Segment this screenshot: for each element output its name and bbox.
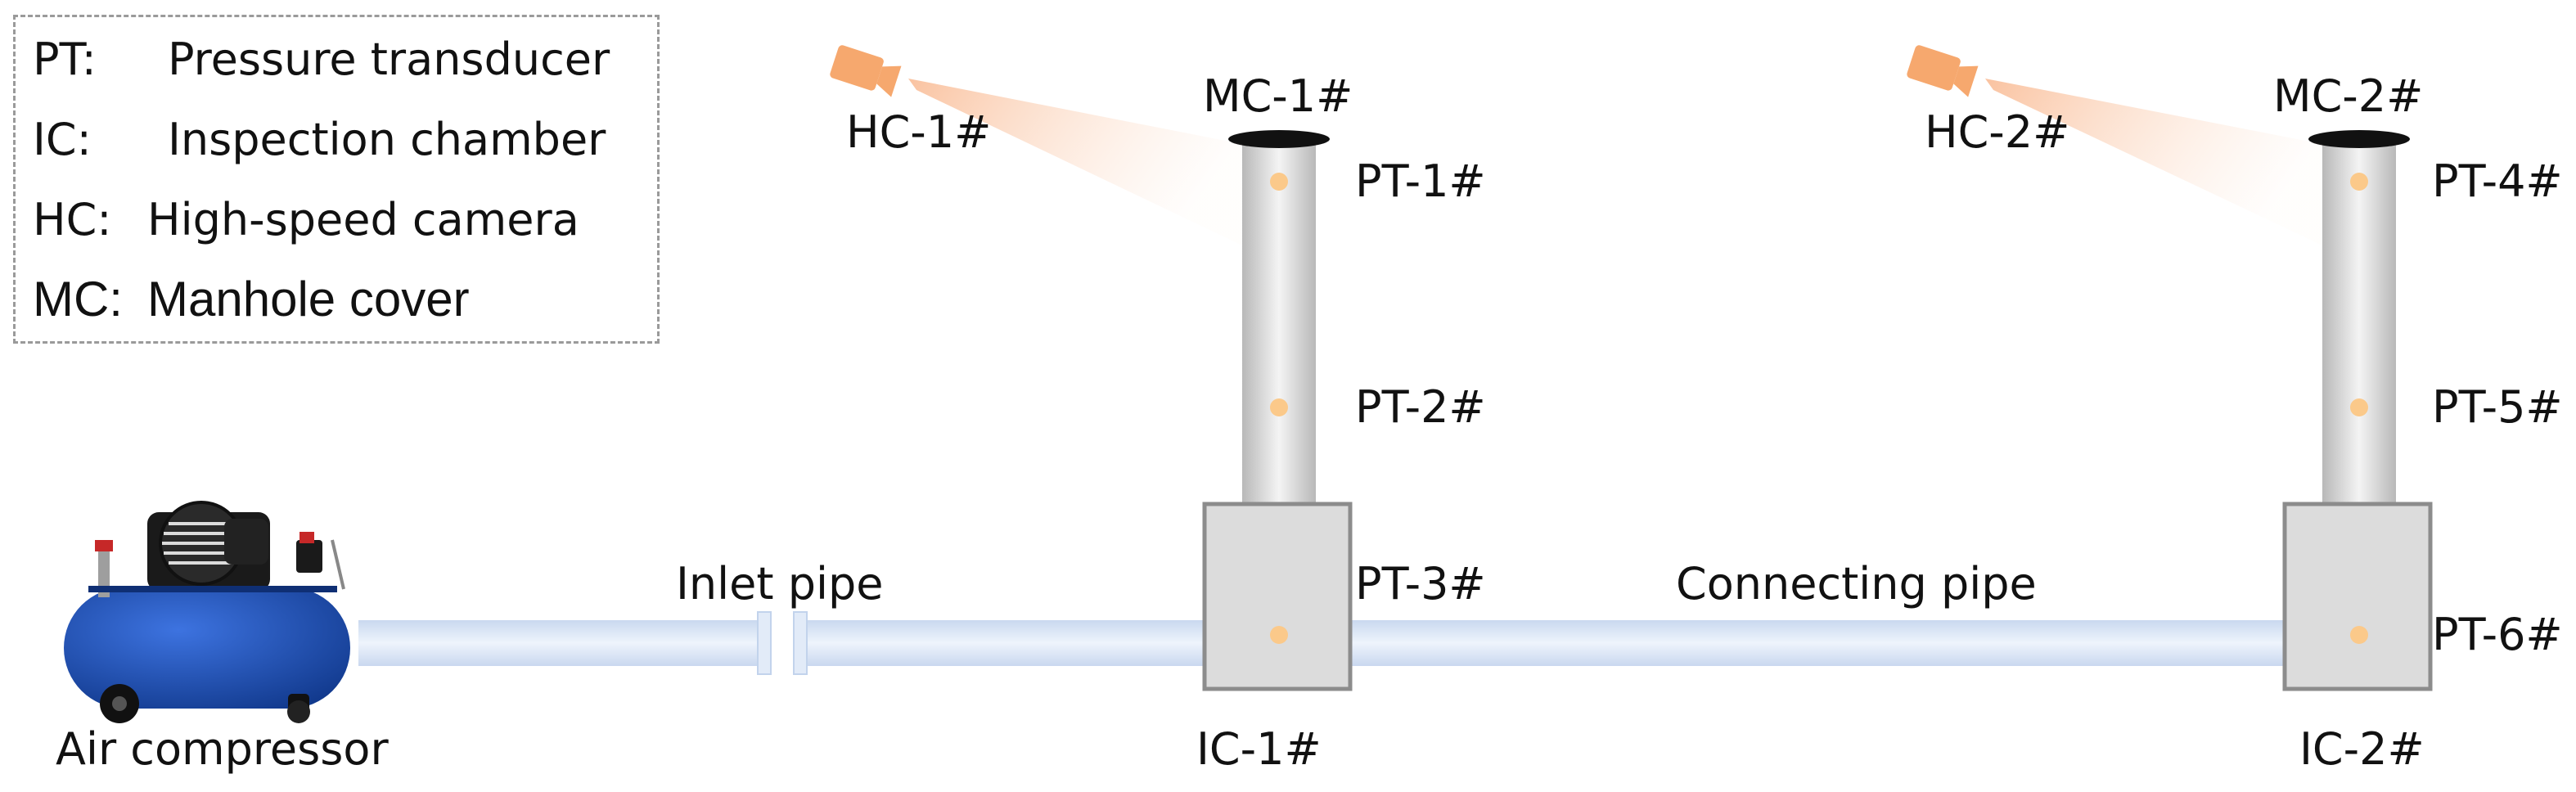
legend-desc: Pressure transducer [168, 34, 610, 85]
air-compressor-icon [64, 501, 350, 723]
legend-abbr: MC: [33, 272, 123, 326]
legend-desc: Manhole cover [147, 272, 470, 326]
inlet-pipe-segment [797, 620, 1211, 666]
riser-2 [2322, 139, 2396, 507]
pt-4-label: PT-4# [2432, 155, 2563, 207]
legend-desc: High-speed camera [147, 194, 579, 245]
ic-1-label: IC-1# [1196, 723, 1322, 775]
legend-box [13, 15, 660, 344]
ic-2-label: IC-2# [2299, 723, 2425, 775]
pt-2-label: PT-2# [1355, 381, 1486, 433]
pt-1-sensor [1270, 173, 1288, 191]
camera-view-beam-1 [908, 79, 1242, 245]
mc-1-label: MC-1# [1203, 70, 1353, 122]
legend-abbr: IC: [33, 114, 92, 165]
pt-2-sensor [1270, 398, 1288, 416]
legend-abbr: PT: [33, 34, 97, 85]
connecting-pipe-label: Connecting pipe [1676, 558, 2037, 610]
pt-1-label: PT-1# [1355, 155, 1486, 207]
hc-1-label: HC-1# [846, 106, 991, 158]
manhole-cover-1 [1228, 130, 1330, 148]
legend-item-ic: IC: Inspection chamber [33, 114, 606, 165]
legend-item-mc: MC: Manhole cover [33, 272, 470, 326]
pt-5-label: PT-5# [2432, 381, 2563, 433]
legend-abbr: HC: [33, 194, 112, 245]
air-compressor-label: Air compressor [56, 723, 389, 775]
high-speed-camera-icon [830, 45, 902, 97]
pipe-break-mark [793, 611, 808, 675]
pt-3-label: PT-3# [1355, 558, 1486, 610]
pt-3-sensor [1270, 626, 1288, 644]
connecting-pipe [1349, 620, 2285, 666]
hc-2-label: HC-2# [1925, 106, 2069, 158]
camera-view-beam-2 [1985, 79, 2322, 245]
legend-desc: Inspection chamber [168, 114, 606, 165]
inlet-pipe-segment [358, 620, 766, 666]
pt-4-sensor [2350, 173, 2368, 191]
pt-5-sensor [2350, 398, 2368, 416]
pt-6-sensor [2350, 626, 2368, 644]
inlet-pipe-label: Inlet pipe [676, 558, 884, 610]
manhole-cover-2 [2308, 130, 2410, 148]
high-speed-camera-icon [1907, 45, 1979, 97]
riser-1 [1242, 139, 1316, 507]
legend-item-pt: PT: Pressure transducer [33, 34, 610, 85]
mc-2-label: MC-2# [2273, 70, 2423, 122]
pipe-break-mark [757, 611, 772, 675]
inspection-chamber-1 [1202, 502, 1353, 691]
pt-6-label: PT-6# [2432, 609, 2563, 660]
inspection-chamber-2 [2282, 502, 2433, 691]
legend-item-hc: HC: High-speed camera [33, 194, 579, 245]
